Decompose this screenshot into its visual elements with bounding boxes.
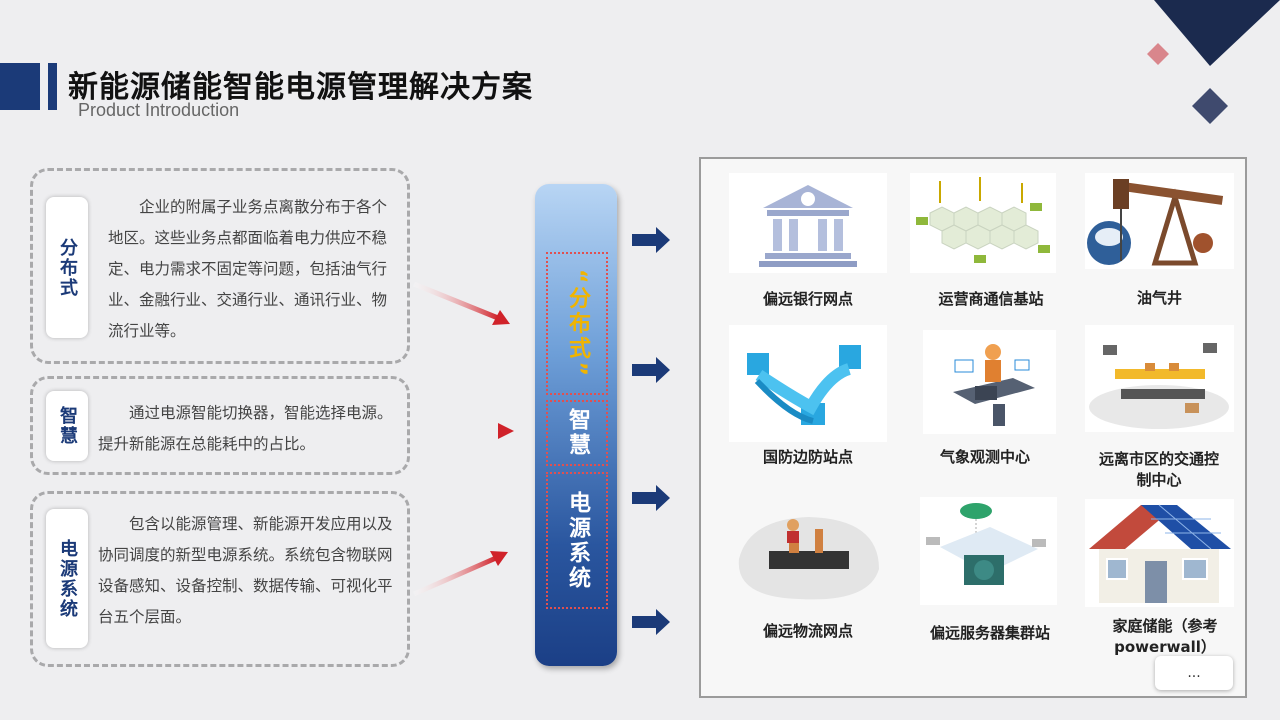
grid-label: 气象观测中心	[939, 448, 1030, 466]
blue-arrows	[632, 227, 670, 635]
red-arrows	[412, 281, 514, 597]
arrow-right-icon	[632, 227, 670, 253]
pink-diamond-icon	[1147, 43, 1169, 65]
center-pillar	[535, 184, 617, 666]
section-text: 企业的附属子业务点离散分布于各个地区。这些业务点都面临着电力供应不稳定、电力需求…	[108, 198, 388, 340]
tag-power-system: 电源系统	[46, 509, 88, 648]
pillar-label: 电源系统	[565, 490, 590, 591]
tag-label: 智慧	[57, 406, 78, 446]
grid-label: 国防边防站点	[762, 448, 853, 466]
corner-decoration	[1154, 0, 1280, 66]
pillar-label: 智慧	[565, 408, 590, 458]
tag-label: 电源系统	[57, 538, 78, 619]
title-accent-block	[0, 63, 40, 110]
network-map-icon	[910, 173, 1056, 273]
section-text: 通过电源智能切换器，智能选择电源。提升新能源在总能耗中的占比。	[98, 404, 393, 453]
cloud-server-icon	[920, 497, 1057, 605]
grid-label: 远离市区的交通控制中心	[1098, 450, 1219, 489]
pillar-segment-smart: 智慧	[546, 400, 608, 466]
robot-arm-icon	[729, 499, 887, 607]
bank-icon	[729, 173, 887, 273]
more-button[interactable]: ...	[1155, 656, 1233, 690]
section-text: 包含以能源管理、新能源开发应用以及协同调度的新型电源系统。系统包含物联网设备感知…	[98, 515, 393, 626]
grid-label: 油气井	[1136, 289, 1182, 307]
arrow-right-icon	[632, 357, 670, 383]
grid-label: 家庭储能（参考powerwall）	[1112, 617, 1218, 656]
navy-diamond-icon	[1192, 88, 1228, 124]
arrow-right-icon	[632, 609, 670, 635]
tag-smart: 智慧	[46, 391, 88, 461]
page-title: 新能源储能智能电源管理解决方案	[68, 70, 533, 105]
conveyor-factory-icon	[1085, 325, 1234, 432]
pillar-segment-distributed: “分布式”	[546, 252, 608, 395]
great-wall-icon	[729, 325, 887, 442]
arrow-right-down-icon	[413, 281, 510, 325]
pillar-label: “分布式”	[565, 268, 590, 379]
arrow-right-icon	[414, 423, 514, 439]
arrow-right-icon	[632, 485, 670, 511]
grid-label: 偏远银行网点	[762, 290, 853, 308]
solar-house-icon	[1085, 499, 1234, 607]
section-power-system	[30, 491, 410, 667]
grid-label: 偏远服务器集群站	[929, 624, 1050, 642]
arrow-right-up-icon	[412, 551, 508, 597]
grid-label: 运营商通信基站	[938, 290, 1044, 308]
weather-operator-icon	[923, 330, 1056, 434]
oil-pump-icon	[1085, 173, 1234, 269]
pillar-segment-power: 电源系统	[546, 472, 608, 609]
section-distributed	[30, 168, 410, 364]
section-smart	[30, 376, 410, 475]
grid-label: 偏远物流网点	[762, 622, 853, 640]
title-accent-bar	[48, 63, 57, 110]
page-subtitle: Product Introduction	[78, 100, 240, 120]
tag-label: 分布式	[57, 237, 78, 298]
tag-distributed: 分布式	[46, 197, 88, 338]
